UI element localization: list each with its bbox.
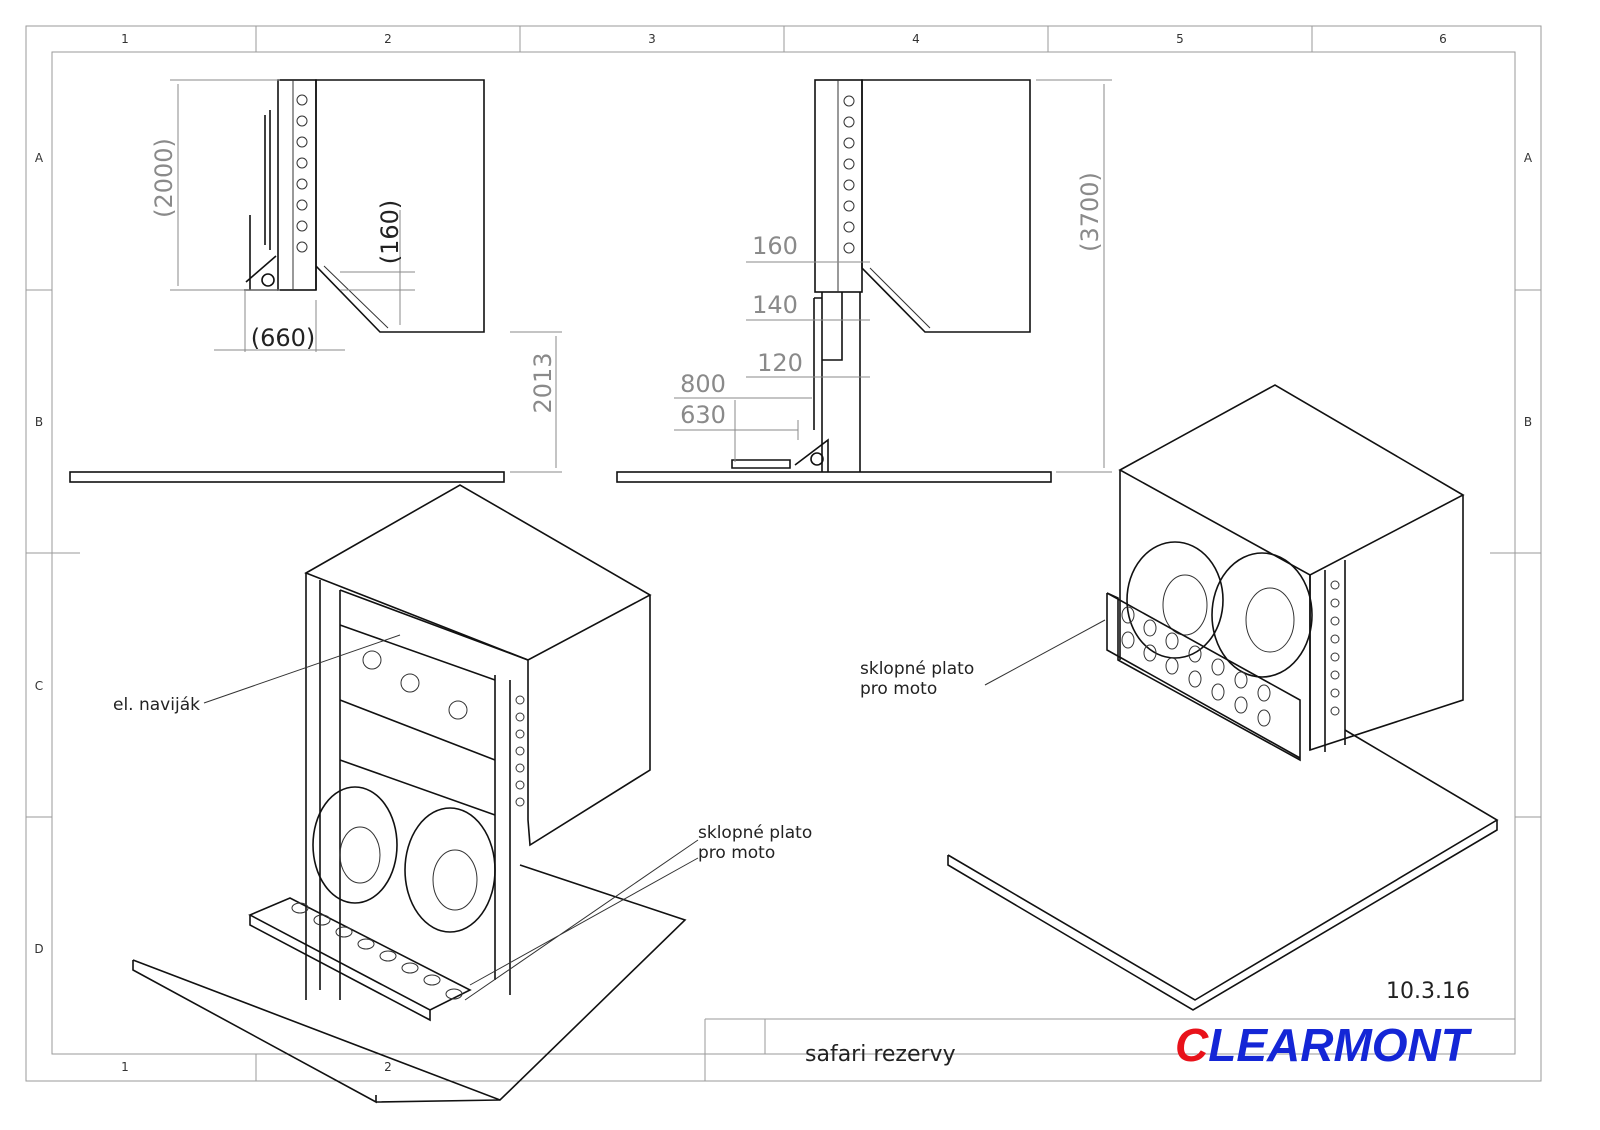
zone-top-1: 1 bbox=[121, 32, 129, 46]
dim-2000: (2000) bbox=[150, 138, 178, 218]
zone-right-A: A bbox=[1524, 151, 1533, 165]
zone-top-3: 3 bbox=[648, 32, 656, 46]
iso-view-left: el. naviják sklopné plato pro moto bbox=[113, 484, 812, 1104]
zone-top-5: 5 bbox=[1176, 32, 1184, 46]
sheet-frame bbox=[25, 25, 1542, 1082]
dim-160: (160) bbox=[376, 200, 404, 265]
zone-right-B: B bbox=[1524, 415, 1532, 429]
zone-top-4: 4 bbox=[912, 32, 920, 46]
title-block: 10.3.16 safari rezervy CLEARMONT bbox=[704, 979, 1515, 1081]
dim-160-b: 160 bbox=[752, 232, 798, 260]
dim-120: 120 bbox=[757, 349, 803, 377]
iso-view-right: sklopné plato pro moto bbox=[860, 384, 1499, 1011]
company-logo: CLEARMONT bbox=[1175, 1019, 1473, 1071]
logo-rest: LEARMONT bbox=[1208, 1019, 1473, 1071]
label-platform-line1: sklopné plato bbox=[698, 823, 812, 843]
side-view-folded: (2000) (160) (660) 2013 bbox=[69, 79, 562, 483]
zone-labels: 1 2 3 4 5 6 1 2 A B C D A B bbox=[34, 32, 1533, 1074]
side-view-extended: 160 140 120 800 630 (3700) bbox=[616, 79, 1112, 483]
dim-660: (660) bbox=[251, 324, 316, 352]
zone-bottom-1: 1 bbox=[121, 1060, 129, 1074]
zone-left-A: A bbox=[35, 151, 44, 165]
dim-630: 630 bbox=[680, 401, 726, 429]
logo-first-letter: C bbox=[1175, 1019, 1209, 1071]
label-platform-line2-right: pro moto bbox=[860, 679, 937, 699]
drawing-date: 10.3.16 bbox=[1386, 979, 1470, 1004]
label-platform-line1-right: sklopné plato bbox=[860, 659, 974, 679]
zone-left-D: D bbox=[34, 942, 43, 956]
dim-800: 800 bbox=[680, 370, 726, 398]
dim-2013: 2013 bbox=[529, 352, 557, 413]
dim-140: 140 bbox=[752, 291, 798, 319]
zone-left-B: B bbox=[35, 415, 43, 429]
zone-top-6: 6 bbox=[1439, 32, 1447, 46]
zone-left-C: C bbox=[35, 679, 43, 693]
drawing-title: safari rezervy bbox=[805, 1042, 956, 1067]
label-winch: el. naviják bbox=[113, 695, 200, 715]
dim-3700: (3700) bbox=[1076, 172, 1104, 252]
label-platform-line2: pro moto bbox=[698, 843, 775, 863]
zone-bottom-2: 2 bbox=[384, 1060, 392, 1074]
zone-top-2: 2 bbox=[384, 32, 392, 46]
